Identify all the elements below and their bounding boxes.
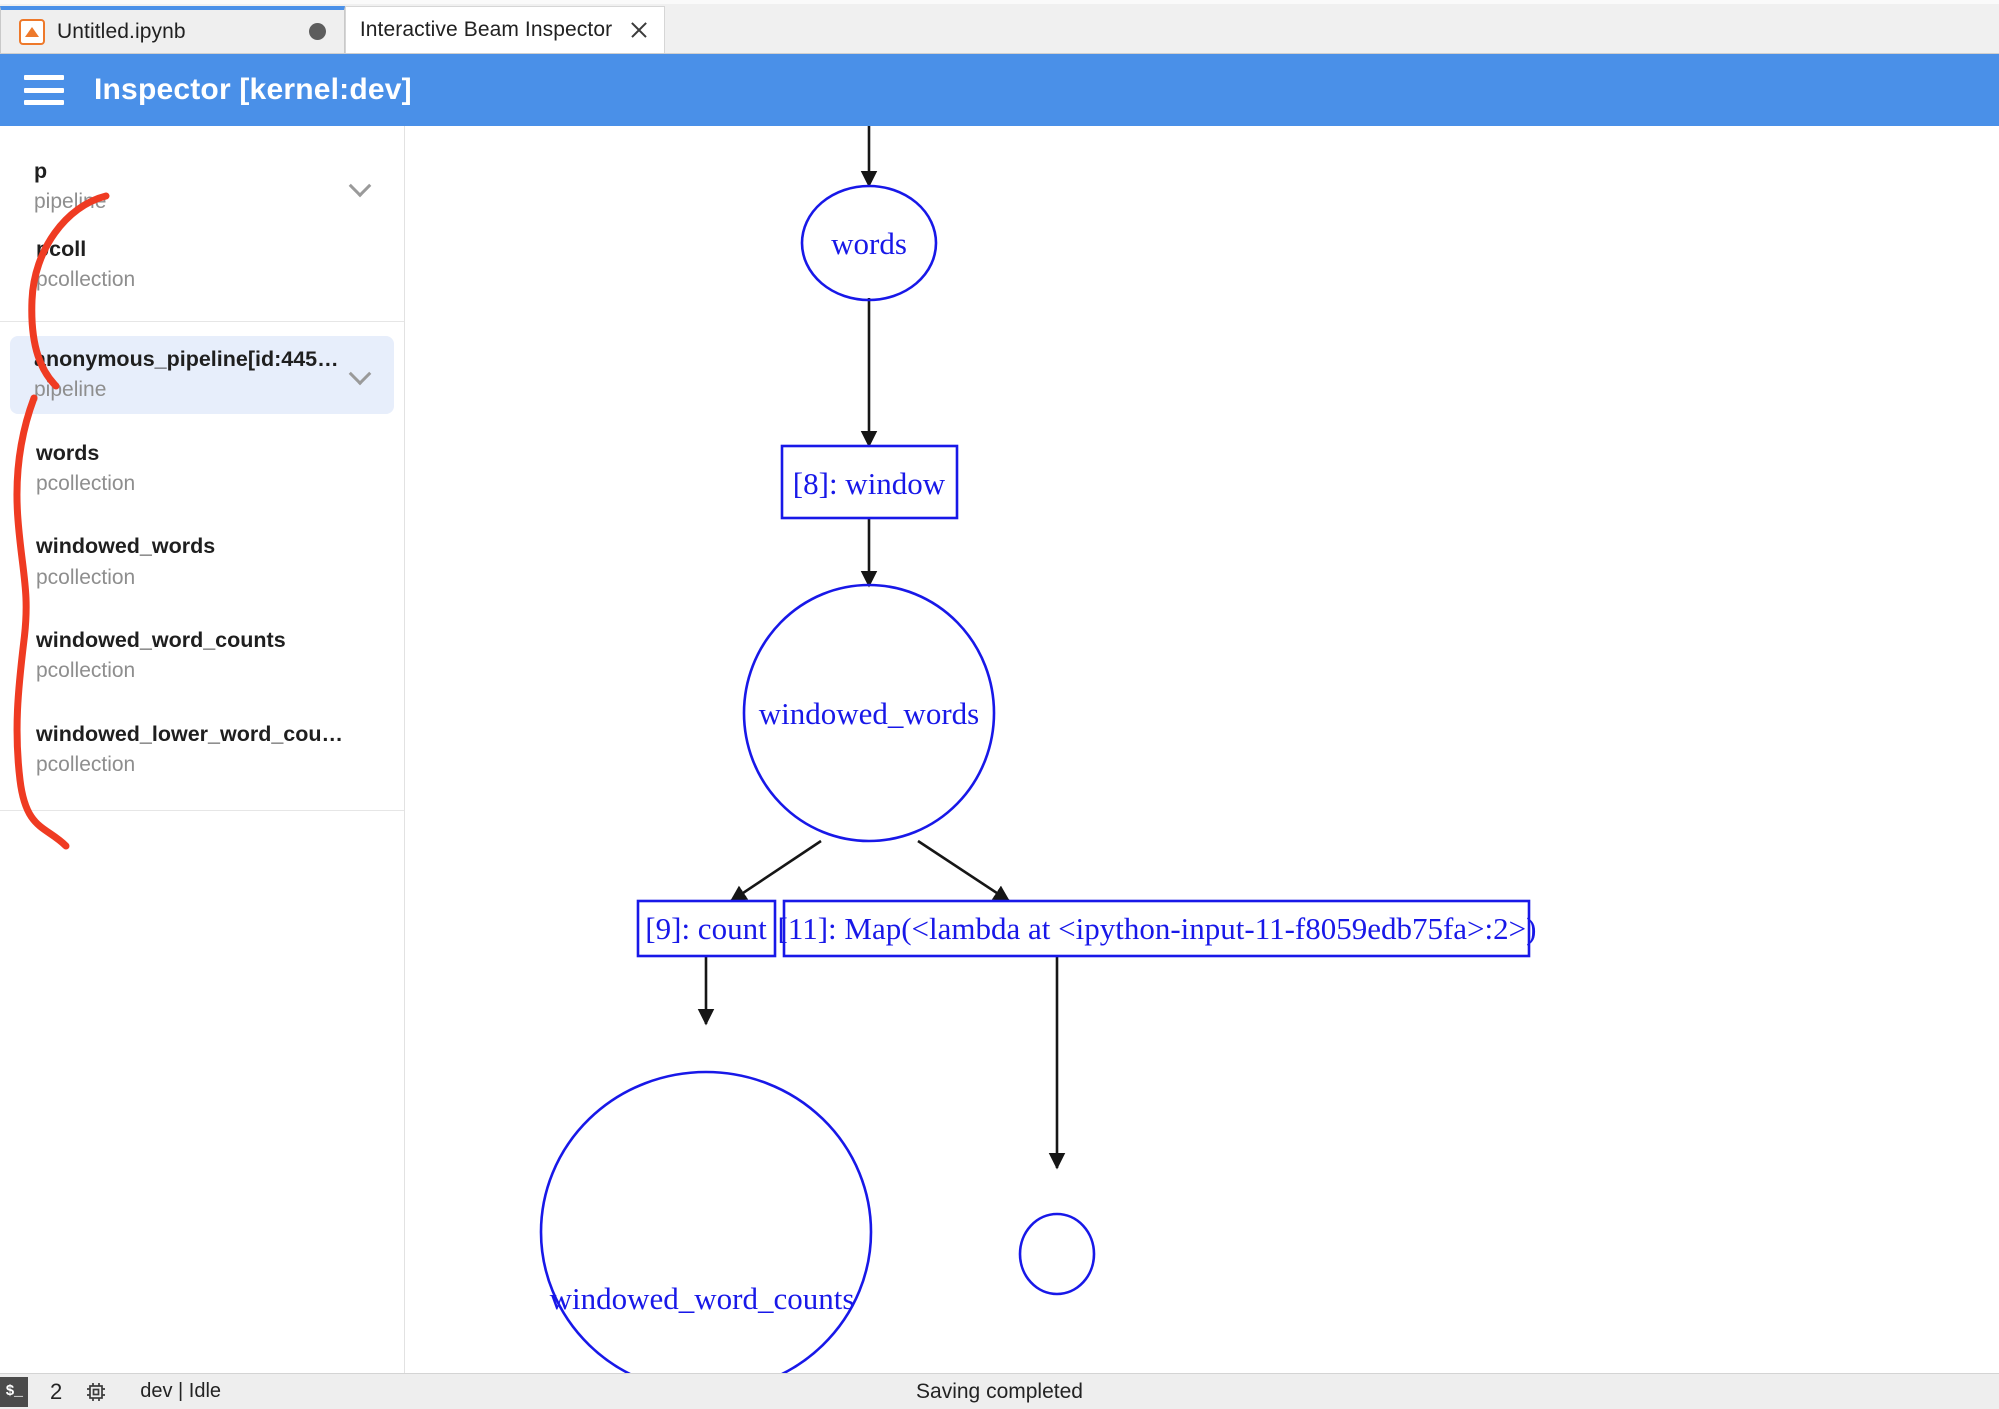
pipeline-graph-panel[interactable]: words [8]: window windowed_words [9]: co… [406,126,1999,1373]
inspectables-sidebar[interactable]: p pipeline pcoll pcollection anonymous_p… [0,126,405,1373]
pipeline-graph-svg: words [8]: window windowed_words [9]: co… [539,126,1537,1373]
sidebar-item-pcoll[interactable]: pcoll pcollection [10,226,394,304]
sidebar-item-anonymous-pipeline[interactable]: anonymous_pipeline[id:44516… pipeline [10,336,394,414]
graph-node-windowed-word-counts[interactable] [539,1070,873,1373]
graph-label-map: [11]: Map(<lambda at <ipython-input-11-f… [778,911,1537,946]
sidebar-item-kind: pipeline [34,190,107,214]
pipeline-group-p: p pipeline pcoll pcollection [0,126,404,323]
sidebar-item-kind: pcollection [36,752,136,776]
graph-node-window[interactable] [780,444,959,520]
list-spacer [0,414,404,430]
graph-label-words: words [831,226,907,261]
graph-node-words[interactable] [800,184,938,302]
chevron-down-icon[interactable] [350,175,372,197]
sidebar-item-label: words [36,440,100,465]
status-bar: Saving completed $_ 2 dev | Idle [0,1373,1999,1409]
unsaved-indicator-icon[interactable] [309,23,326,40]
terminal-icon[interactable]: $_ [0,1376,28,1407]
graph-label-window: [8]: window [793,466,946,501]
status-message: Saving completed [916,1379,1083,1403]
sidebar-item-kind: pcollection [36,267,136,291]
graph-label-windowed-word-counts: windowed_word_counts [550,1281,855,1316]
list-spacer [0,507,404,523]
kernel-status[interactable]: dev | Idle [140,1380,222,1402]
tab-label: Untitled.ipynb [57,19,186,43]
tab-bar: Untitled.ipynb Interactive Beam Inspecto… [0,0,1999,54]
edge-windowed-words-to-map [917,839,1011,903]
sidebar-item-kind: pcollection [36,565,136,589]
graph-edges [697,126,1066,1170]
graph-node-map[interactable] [782,899,1531,958]
pipeline-group-anonymous: anonymous_pipeline[id:44516… pipeline wo… [0,322,404,812]
notebook-icon [19,18,45,45]
sidebar-item-kind: pipeline [34,378,107,402]
graph-label-windowed-words: windowed_words [759,696,979,731]
tab-label: Interactive Beam Inspector [359,18,613,41]
page-title: Inspector [kernel:dev] [94,73,412,106]
sidebar-item-label: pcoll [36,236,87,261]
sidebar-item-label: anonymous_pipeline[id:44516… [34,347,350,372]
sidebar-item-windowed-word-counts[interactable]: windowed_word_counts pcollection [10,617,394,695]
sidebar-item-label: windowed_lower_word_counts [36,721,350,746]
graph-nodes [539,184,1531,1373]
sidebar-item-label: windowed_words [36,534,216,559]
list-spacer [0,695,404,711]
close-icon[interactable] [628,19,650,41]
sidebar-item-p[interactable]: p pipeline [10,148,394,226]
tab-untitled-notebook[interactable]: Untitled.ipynb [0,6,345,53]
sidebar-item-label: windowed_word_counts [36,628,286,653]
cpu-icon[interactable] [84,1380,108,1404]
sidebar-item-kind: pcollection [36,659,136,683]
terminal-count[interactable]: 2 [50,1378,63,1404]
sidebar-item-windowed-lower-word-counts[interactable]: windowed_lower_word_counts pcollection [10,711,394,789]
list-spacer [0,601,404,617]
graph-label-count: [9]: count [645,911,767,946]
sidebar-item-words[interactable]: words pcollection [10,430,394,508]
tab-bar-top-edge [0,0,1999,4]
graph-node-windowed-words[interactable] [742,583,996,843]
sidebar-item-windowed-words[interactable]: windowed_words pcollection [10,523,394,601]
inspector-header: Inspector [kernel:dev] [0,54,1999,126]
graph-node-labels: words [8]: window windowed_words [9]: co… [550,226,1537,1316]
tab-interactive-beam-inspector[interactable]: Interactive Beam Inspector [345,6,665,53]
sidebar-item-kind: pcollection [36,472,136,495]
edge-windowed-words-to-count [729,839,822,903]
graph-node-output[interactable] [1018,1212,1096,1296]
chevron-down-icon[interactable] [350,363,372,385]
graph-node-count[interactable] [636,899,777,958]
sidebar-item-label: p [34,159,48,183]
hamburger-icon[interactable] [24,75,64,105]
